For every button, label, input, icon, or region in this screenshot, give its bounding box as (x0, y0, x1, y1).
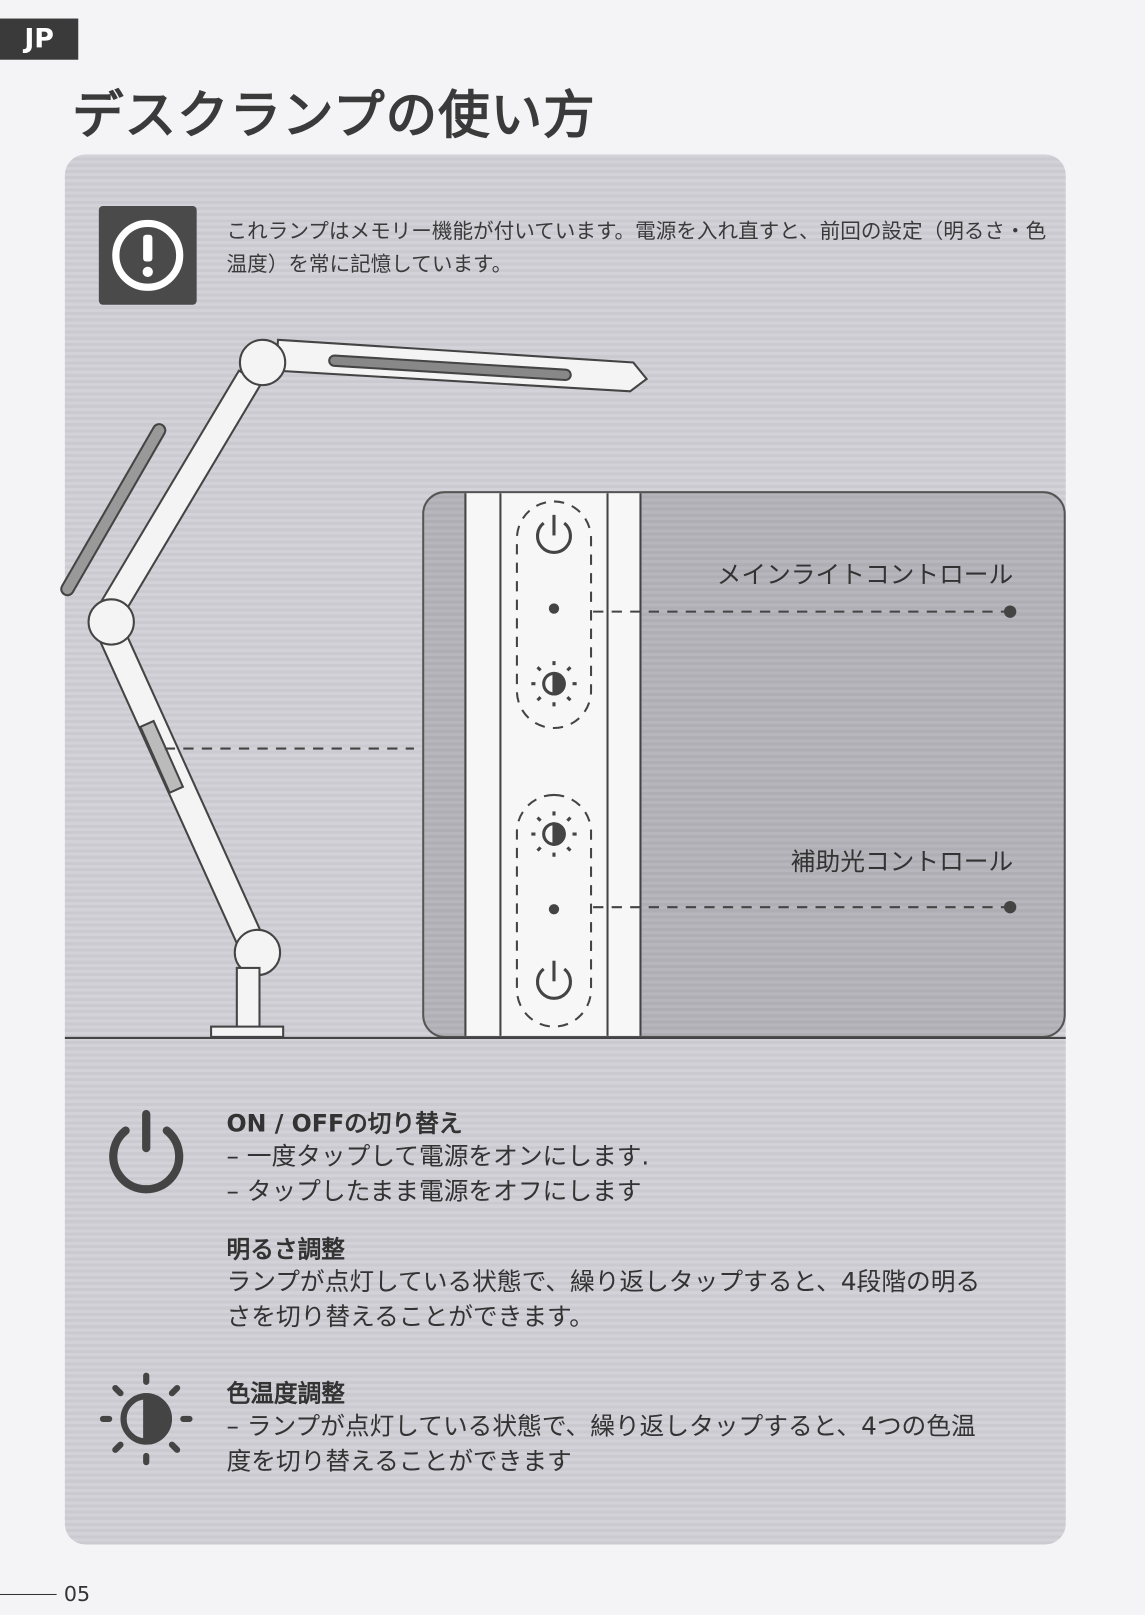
main-light-control-label: メインライトコントロール (716, 560, 1014, 589)
footer-rule (0, 1593, 57, 1596)
color-temperature-icon (99, 1372, 193, 1466)
page-number: 05 (63, 1581, 91, 1607)
memory-note: これランプはメモリー機能が付いています。電源を入れ直すと、前回の設定（明るさ・色… (226, 218, 1047, 276)
power-icon (109, 1110, 184, 1194)
section-line: 度を切り替えることができます (226, 1446, 572, 1476)
main-power-icon (536, 514, 572, 554)
section-line: – 一度タップして電源をオンにします. (226, 1141, 650, 1171)
section-line: さを切り替えることができます。 (226, 1302, 595, 1332)
section-line: – ランプが点灯している状態で、繰り返しタップすると、4つの色温 (226, 1411, 976, 1441)
section-on-off: ON / OFFの切り替え – 一度タップして電源をオンにします. – タップし… (227, 1104, 650, 1209)
clamp-base (210, 1025, 285, 1038)
section-heading: 明るさ調整 (226, 1236, 345, 1264)
upper-arm (60, 369, 263, 620)
section-color-temperature: 色温度調整 – ランプが点灯している状態で、繰り返しタップすると、4つの色温 度… (227, 1374, 976, 1479)
section-line: – タップしたまま電源をオフにします (226, 1176, 642, 1206)
clamp-post (235, 966, 261, 1031)
section-line: ランプが点灯している状態で、繰り返しタップすると、4段階の明る (226, 1267, 981, 1297)
lower-arm (97, 626, 268, 954)
exclamation-icon (98, 205, 197, 305)
main-color-temp-icon (531, 661, 577, 707)
page-title: デスクランプの使い方 (72, 85, 596, 146)
aux-light-control-label: 補助光コントロール (790, 847, 1014, 877)
aux-control-outline (515, 793, 593, 1028)
lamp-head (274, 338, 649, 393)
head-joint (238, 338, 287, 387)
elbow-joint (87, 598, 135, 646)
aux-color-temp-icon (531, 811, 577, 857)
indicator-dot (548, 603, 560, 614)
section-brightness: 明るさ調整 ランプが点灯している状態で、繰り返しタップすると、4段階の明る さを… (227, 1229, 981, 1334)
control-closeup (422, 491, 1066, 1038)
language-tab: JP (0, 18, 79, 60)
main-control-outline (515, 500, 593, 730)
section-heading: 色温度調整 (226, 1380, 345, 1408)
section-heading: ON / OFFの切り替え (226, 1111, 463, 1138)
aux-power-icon (536, 960, 572, 1000)
